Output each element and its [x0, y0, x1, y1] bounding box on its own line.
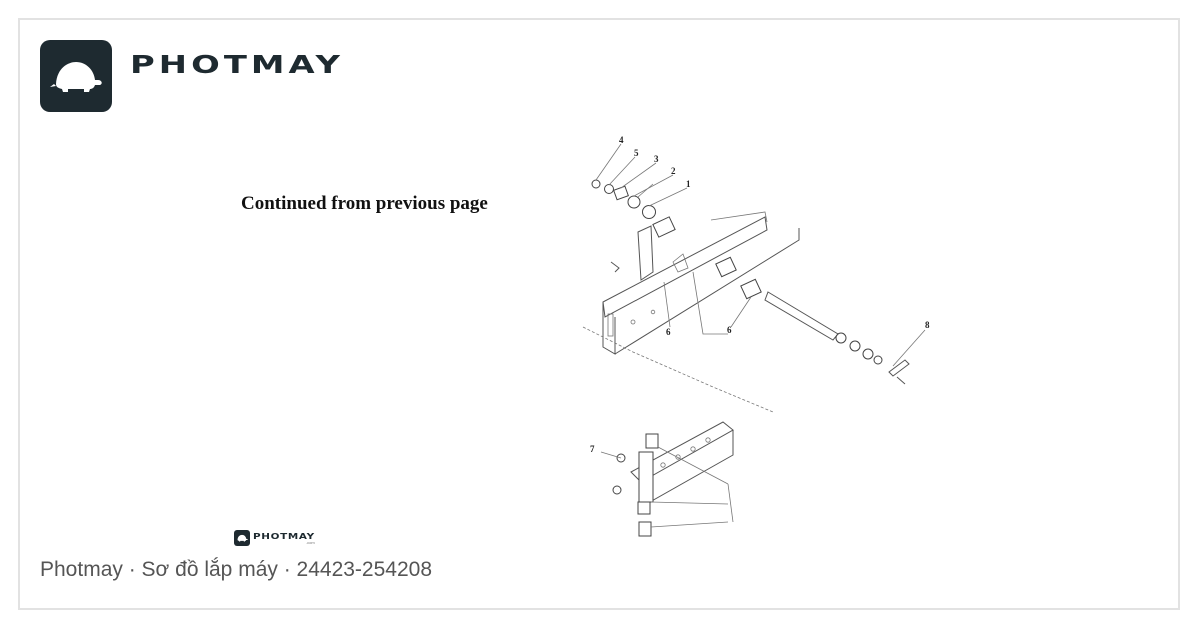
callout-7: 7 [590, 444, 595, 454]
lower-beam [612, 421, 734, 537]
brand-logo[interactable] [40, 40, 112, 112]
callout-1: 1 [686, 179, 691, 189]
assembly-diagram: 4 5 3 2 1 6 6 8 7 [533, 122, 973, 542]
callout-6b: 6 [727, 325, 732, 335]
axle-shaft [764, 291, 910, 385]
leader-lines [595, 143, 926, 459]
callout-labels: 4 5 3 2 1 6 6 8 7 [590, 135, 930, 454]
callout-6a: 6 [666, 327, 671, 337]
callout-5: 5 [634, 148, 639, 158]
upper-parts [591, 179, 762, 300]
watermark-brand: PHOTMAY [253, 532, 315, 541]
brand-name: PHOTMAY [130, 50, 344, 79]
watermark-turtle-icon [234, 530, 250, 546]
page-caption: Photmay · Sơ đồ lắp máy · 24423-254208 [40, 558, 432, 581]
watermark-domain: .com [306, 540, 315, 545]
card-frame [18, 18, 1180, 610]
callout-4: 4 [619, 135, 624, 145]
callout-2: 2 [671, 166, 676, 176]
callout-3: 3 [654, 154, 659, 164]
main-beam [602, 211, 800, 355]
continued-note: Continued from previous page [241, 193, 488, 214]
callout-8: 8 [925, 320, 930, 330]
turtle-icon [50, 62, 102, 92]
